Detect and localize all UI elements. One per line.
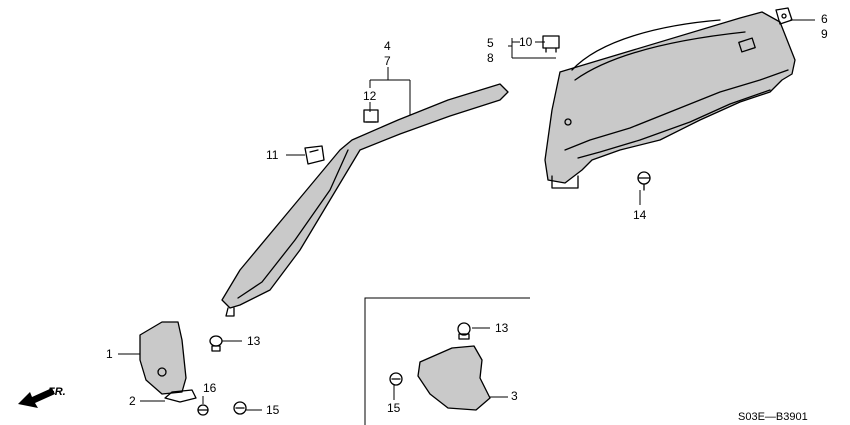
front-arrow-icon [18,388,55,408]
front-label: FR. [48,386,66,398]
kick-panel [139,321,187,395]
callout-6: 6 [821,12,828,26]
callout-15-left: 15 [266,403,280,417]
callout-2: 2 [129,394,136,408]
inset-box [364,297,530,425]
callout-8: 8 [487,51,494,65]
clip-15-left [233,401,247,415]
callout-10: 10 [519,35,533,49]
callout-11: 11 [266,148,279,162]
callout-16: 16 [203,381,217,395]
callout-15-inset: 15 [387,401,401,415]
callout-9: 9 [821,27,828,41]
callout-12: 12 [363,89,377,103]
clip-13-left [209,335,223,352]
callout-7: 7 [384,54,391,68]
clip-10 [542,35,560,53]
callout-14: 14 [633,208,647,222]
clip-6-9 [775,7,793,25]
clip-16 [197,404,209,416]
callout-13-inset: 13 [495,321,509,335]
callout-5: 5 [487,36,494,50]
clip-14 [637,171,651,191]
callout-3: 3 [511,389,518,403]
callout-4: 4 [384,39,391,53]
clip-12 [363,109,379,123]
callout-13-left: 13 [247,334,261,348]
front-pillar-garnish [221,83,509,317]
rear-pillar-trim [544,11,796,189]
diagram-code: S03E—B3901 [738,411,808,423]
bracket [164,389,197,403]
clip-11 [304,145,325,165]
callout-1: 1 [106,347,113,361]
